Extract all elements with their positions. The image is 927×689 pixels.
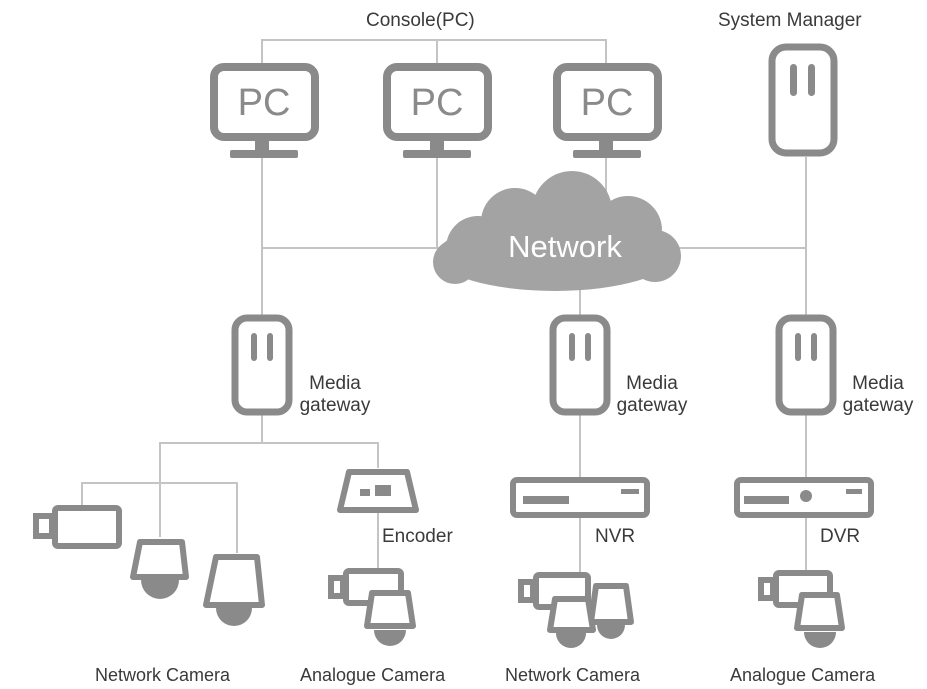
nvr-icon: [510, 477, 650, 518]
pc-monitor-3: PC: [553, 63, 662, 158]
media-gateway-label-line2: gateway: [616, 395, 688, 416]
media-gateway-label-line2: gateway: [842, 395, 914, 416]
media-gateway-label-line2: gateway: [299, 395, 371, 416]
system-manager-server-icon: [768, 43, 838, 157]
pc-label: PC: [411, 82, 464, 124]
pc-label: PC: [238, 82, 291, 124]
pc-monitor-1: PC: [210, 63, 319, 158]
media-gateway-label: Media gateway: [838, 373, 918, 417]
analogue-camera-icon: [328, 568, 416, 646]
pc-monitor-2: PC: [383, 63, 492, 158]
pc-label: PC: [581, 82, 634, 124]
media-gateway-icon: [775, 314, 837, 416]
media-gateway-icon: [231, 314, 293, 416]
system-manager-label: System Manager: [718, 10, 862, 31]
console-label: Console(PC): [366, 10, 475, 31]
bullet-camera-icon: [33, 505, 122, 549]
network-cloud-icon: Network: [433, 171, 681, 291]
media-gateway-label-line1: Media: [309, 373, 361, 394]
media-gateway-label-line1: Media: [852, 373, 904, 394]
analogue-camera-caption: Analogue Camera: [730, 665, 876, 685]
dvr-icon: [734, 477, 874, 518]
media-gateway-icon: [549, 314, 611, 416]
network-camera-caption: Network Camera: [505, 665, 641, 685]
analogue-camera-caption: Analogue Camera: [300, 665, 446, 685]
nvr-label: NVR: [595, 526, 636, 547]
dvr-label: DVR: [820, 526, 861, 547]
network-label: Network: [508, 229, 622, 264]
encoder-label: Encoder: [382, 526, 453, 547]
media-gateway-label: Media gateway: [612, 373, 692, 417]
encoder-icon: [337, 469, 419, 513]
analogue-camera-icon: [758, 570, 845, 648]
media-gateway-label-line1: Media: [626, 373, 678, 394]
media-gateway-label: Media gateway: [295, 373, 375, 417]
dome-camera-icon: [203, 554, 265, 626]
network-camera-icon: [518, 572, 634, 648]
dome-camera-icon: [130, 539, 189, 599]
network-camera-caption: Network Camera: [95, 665, 231, 685]
